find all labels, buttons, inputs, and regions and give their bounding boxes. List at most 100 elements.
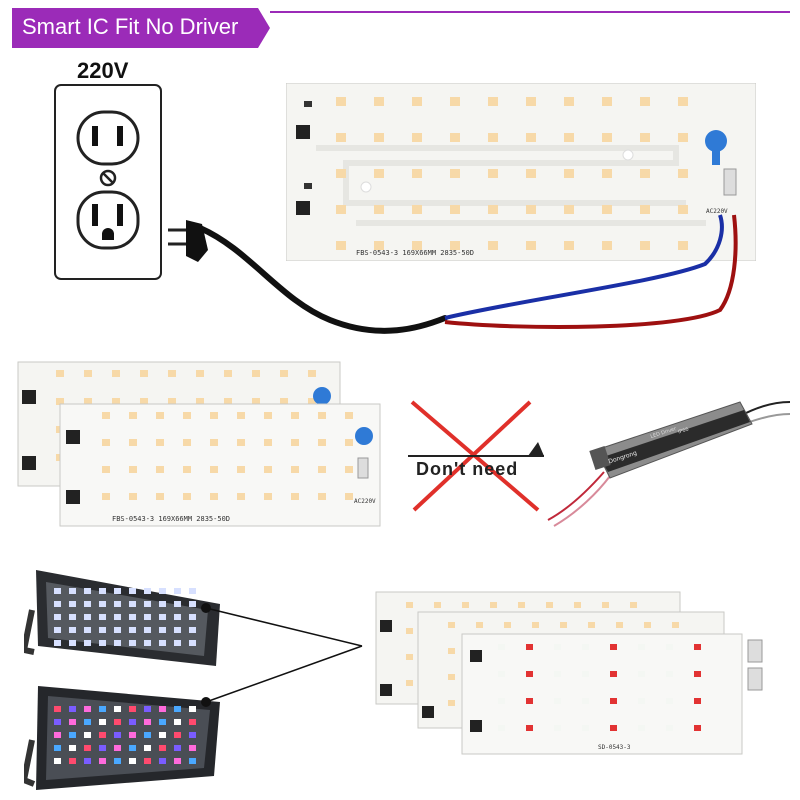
led-chip: [84, 398, 92, 405]
led-chip: [526, 241, 536, 250]
led-chip: [554, 644, 561, 650]
led-chip: [678, 169, 688, 178]
led-chip: [640, 241, 650, 250]
led-chip: [102, 466, 110, 473]
led-chip: [318, 466, 326, 473]
plug-icon: [168, 220, 208, 262]
led-chip: [69, 588, 76, 594]
led-chip: [129, 588, 136, 594]
led-chip: [84, 614, 91, 620]
led-chip: [498, 671, 505, 677]
led-chip: [448, 648, 455, 654]
led-chip: [406, 628, 413, 634]
led-chip: [264, 412, 272, 419]
led-chip: [318, 493, 326, 500]
led-chip: [610, 644, 617, 650]
led-chip: [582, 671, 589, 677]
led-chip: [129, 640, 136, 646]
led-chip: [196, 398, 204, 405]
led-chip: [144, 588, 151, 594]
led-chip: [54, 601, 61, 607]
led-chip: [174, 732, 181, 738]
led-chip: [54, 614, 61, 620]
led-chip: [237, 412, 245, 419]
led-chip: [345, 439, 353, 446]
led-chip: [156, 493, 164, 500]
led-chip: [224, 398, 232, 405]
led-chip: [434, 602, 441, 608]
led-chip: [448, 622, 455, 628]
led-chip: [450, 241, 460, 250]
led-chip: [174, 706, 181, 712]
led-chip: [69, 706, 76, 712]
led-chip: [264, 493, 272, 500]
led-chip: [554, 698, 561, 704]
led-chip: [526, 97, 536, 106]
led-chip: [488, 241, 498, 250]
led-chip: [99, 601, 106, 607]
led-chip: [526, 725, 533, 731]
dont-need-text: Don't need: [416, 459, 519, 479]
led-chip: [644, 622, 651, 628]
led-chip: [159, 719, 166, 725]
led-chip: [638, 671, 645, 677]
led-chip: [174, 719, 181, 725]
led-chip: [69, 732, 76, 738]
led-chip: [129, 412, 137, 419]
led-chip: [406, 680, 413, 686]
led-chip: [174, 601, 181, 607]
led-chip: [159, 614, 166, 620]
led-chip: [56, 370, 64, 377]
led-chip: [280, 370, 288, 377]
led-chip: [672, 622, 679, 628]
led-chip: [564, 97, 574, 106]
led-chip: [69, 601, 76, 607]
led-chip: [189, 758, 196, 764]
led-chip: [532, 622, 539, 628]
led-chip: [638, 698, 645, 704]
led-chip: [450, 133, 460, 142]
led-chip: [114, 732, 121, 738]
led-chip: [99, 745, 106, 751]
led-chip: [99, 614, 106, 620]
led-chip: [140, 370, 148, 377]
led-chip: [84, 640, 91, 646]
led-chip: [336, 241, 346, 250]
colored-board-model-text: SD-0543-3: [598, 744, 631, 751]
led-chip: [640, 133, 650, 142]
led-chip: [630, 602, 637, 608]
led-chip: [345, 493, 353, 500]
led-chip: [640, 205, 650, 214]
led-chip: [129, 439, 137, 446]
stacked-board-model-text: FBS-0543-3 169X66MM 2835-50D: [112, 515, 231, 523]
led-chip: [183, 412, 191, 419]
led-chip: [412, 97, 422, 106]
led-chip: [264, 439, 272, 446]
led-chip: [174, 758, 181, 764]
led-chip: [102, 412, 110, 419]
led-chip: [406, 654, 413, 660]
led-chip: [694, 671, 701, 677]
led-chip: [54, 588, 61, 594]
led-chip: [114, 614, 121, 620]
led-chip: [546, 602, 553, 608]
led-chip: [69, 719, 76, 725]
led-chip: [54, 706, 61, 712]
led-chip: [144, 745, 151, 751]
led-chip: [129, 614, 136, 620]
led-chip: [159, 640, 166, 646]
led-chip: [412, 169, 422, 178]
led-chip: [490, 602, 497, 608]
led-chip: [237, 466, 245, 473]
led-chip: [252, 370, 260, 377]
led-chip: [374, 133, 384, 142]
led-chip: [602, 133, 612, 142]
banner-underline: [270, 11, 790, 13]
led-chip: [582, 725, 589, 731]
colored-led-boards: [375, 591, 763, 755]
led-chip: [694, 725, 701, 731]
led-chip: [129, 758, 136, 764]
cross-icon: [408, 400, 544, 512]
led-chip: [54, 640, 61, 646]
led-chip: [526, 644, 533, 650]
